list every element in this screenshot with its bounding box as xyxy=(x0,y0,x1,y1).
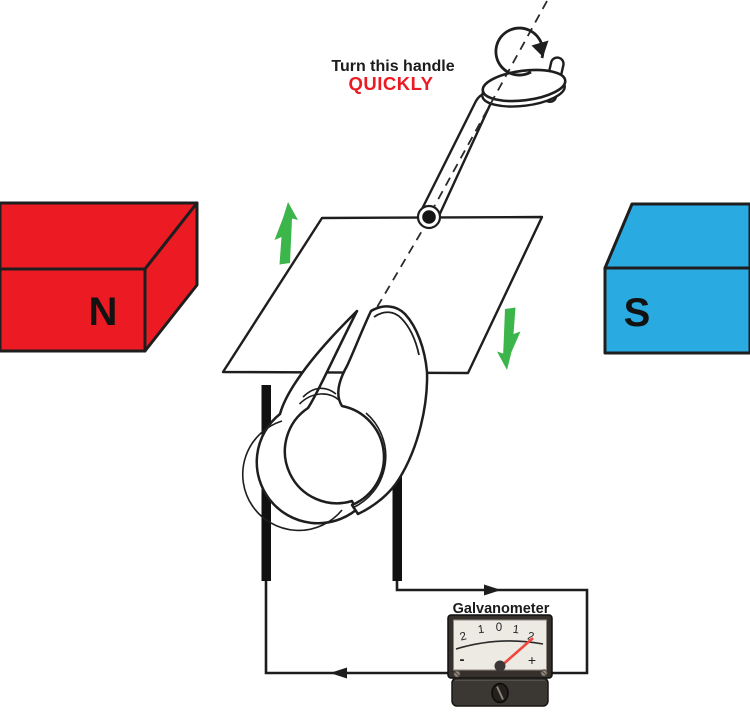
galvanometer-scale: 2 1 0 1 2 xyxy=(459,622,536,644)
ring-band-left-line xyxy=(241,420,343,532)
ring-band-right-line xyxy=(352,412,387,509)
fold-line-2 xyxy=(298,393,341,405)
scale-tick-right-2: 2 xyxy=(526,630,535,643)
magnet-south-label: S xyxy=(624,291,651,335)
axis-dashed-lower xyxy=(368,218,430,321)
crank-disc xyxy=(481,68,567,103)
needle-pivot xyxy=(494,660,506,672)
minus-sign: - xyxy=(460,651,465,668)
magnet-north: N xyxy=(0,201,199,353)
scale-tick-right-1: 1 xyxy=(512,624,520,637)
commutator-left-half xyxy=(255,309,359,525)
wire-right xyxy=(395,581,589,675)
magnet-north-label: N xyxy=(89,290,118,334)
commutator-right-half xyxy=(337,305,429,516)
screw-right-icon xyxy=(540,669,548,677)
scale-arc xyxy=(455,640,544,650)
current-arrow-right-icon xyxy=(484,584,501,596)
adjust-knob-slot xyxy=(496,686,504,700)
scale-tick-left-2: 2 xyxy=(459,630,468,643)
note-line2: QUICKLY xyxy=(348,73,433,94)
scale-tick-left-1: 1 xyxy=(477,624,485,637)
scale-tick-zero: 0 xyxy=(496,622,502,634)
crank-shaft xyxy=(418,93,494,221)
circuit-wires xyxy=(264,581,589,679)
motion-arrow-down-icon xyxy=(497,307,521,370)
axle-bearing-dot xyxy=(422,210,436,224)
annotation-note: Turn this handle QUICKLY xyxy=(331,58,454,94)
galvanometer-label: Galvanometer xyxy=(453,601,550,617)
wire-left xyxy=(264,581,448,675)
magnet-north-front-face xyxy=(0,267,147,353)
fold-line-1 xyxy=(302,387,337,398)
crank-assembly xyxy=(416,0,567,230)
rotation-arrow-head-icon xyxy=(531,40,549,57)
magnet-south-front-face xyxy=(603,266,750,355)
screw-left-icon xyxy=(453,670,461,678)
commutator-right-rim-line xyxy=(373,311,420,356)
plus-sign: + xyxy=(528,652,536,668)
coil-assembly xyxy=(221,202,589,679)
magnet-south-top-face xyxy=(603,202,750,270)
note-line1: Turn this handle xyxy=(331,58,454,75)
coil-plate xyxy=(221,215,544,375)
current-arrow-left-icon xyxy=(330,667,347,679)
galvanometer: Galvanometer 2 1 0 1 2 - + xyxy=(447,601,553,707)
axis-dashed-upper xyxy=(428,0,548,217)
rotation-arrow-icon xyxy=(494,26,545,77)
needle xyxy=(499,637,534,668)
motion-arrow-up-icon xyxy=(274,202,298,265)
magnet-south: S xyxy=(603,202,750,355)
